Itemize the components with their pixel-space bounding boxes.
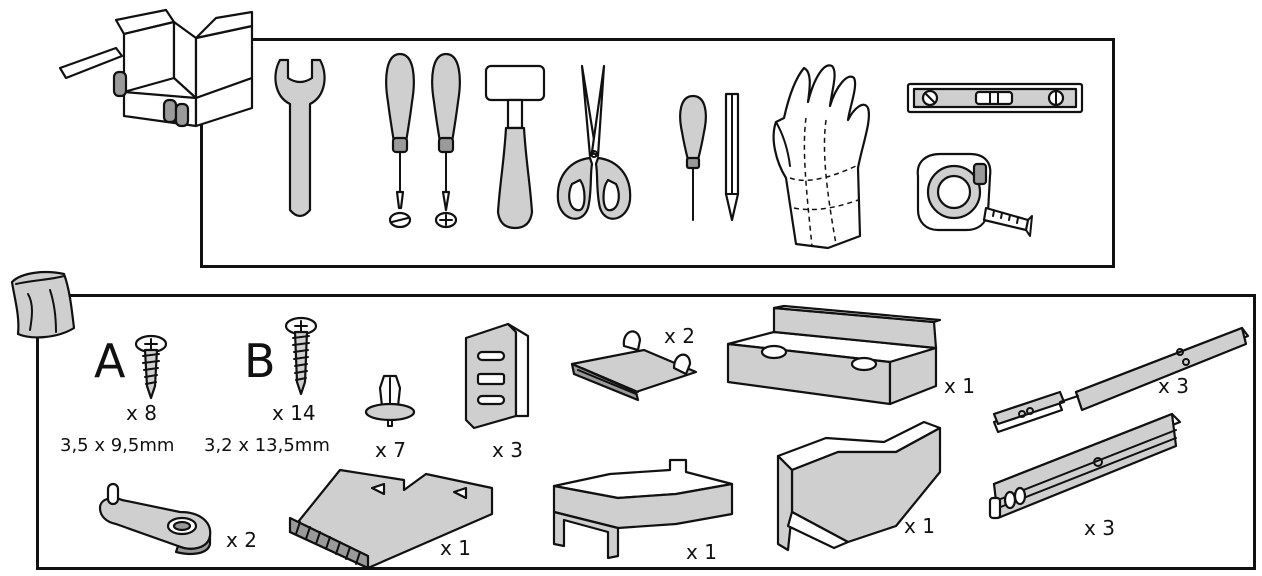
slide-rail-bottom-icon [988,412,1182,520]
gloves-icon [772,64,870,250]
screw-a-dimensions: 3,5 x 9,5mm [60,435,175,456]
profile-right-icon [776,420,942,552]
cam-lever-quantity: x 2 [226,528,257,552]
slide-rail-top-icon [992,326,1250,434]
screw-b-quantity: x 14 [272,401,316,425]
tape-measure-icon [916,152,1033,237]
pencil-icon [724,92,740,222]
spirit-level-icon [906,82,1084,114]
parts-bag-icon [10,271,76,339]
slide-rail-top-quantity: x 3 [1158,374,1189,398]
clip-icon [570,330,698,402]
channel-bracket-icon [726,304,942,406]
screw-b-letter: B [244,334,276,388]
screw-a-icon [134,334,168,400]
profile-left-quantity: x 1 [686,540,717,564]
scraper-icon [288,468,494,570]
flat-screwdriver-icon [385,52,415,229]
mallet-icon [484,64,546,230]
cam-lever-icon [98,482,212,555]
screw-a-letter: A [94,334,126,388]
clip-quantity: x 2 [664,324,695,348]
screw-b-icon [284,316,318,396]
screw-b-dimensions: 3,2 x 13,5mm [204,435,330,456]
bracket-plate-icon [464,322,530,430]
bracket-plate-quantity: x 3 [492,438,523,462]
screw-a-quantity: x 8 [126,401,157,425]
scraper-quantity: x 1 [440,536,471,560]
channel-bracket-quantity: x 1 [944,374,975,398]
toolbox-icon [58,8,254,128]
awl-icon [679,94,707,221]
scissors-icon [556,64,632,220]
profile-left-icon [552,458,734,560]
push-rivet-icon [364,374,416,427]
phillips-screwdriver-icon [431,52,461,229]
profile-right-quantity: x 1 [904,514,935,538]
wrench-icon [274,58,326,218]
slide-rail-bottom-quantity: x 3 [1084,516,1115,540]
push-rivet-quantity: x 7 [375,438,406,462]
